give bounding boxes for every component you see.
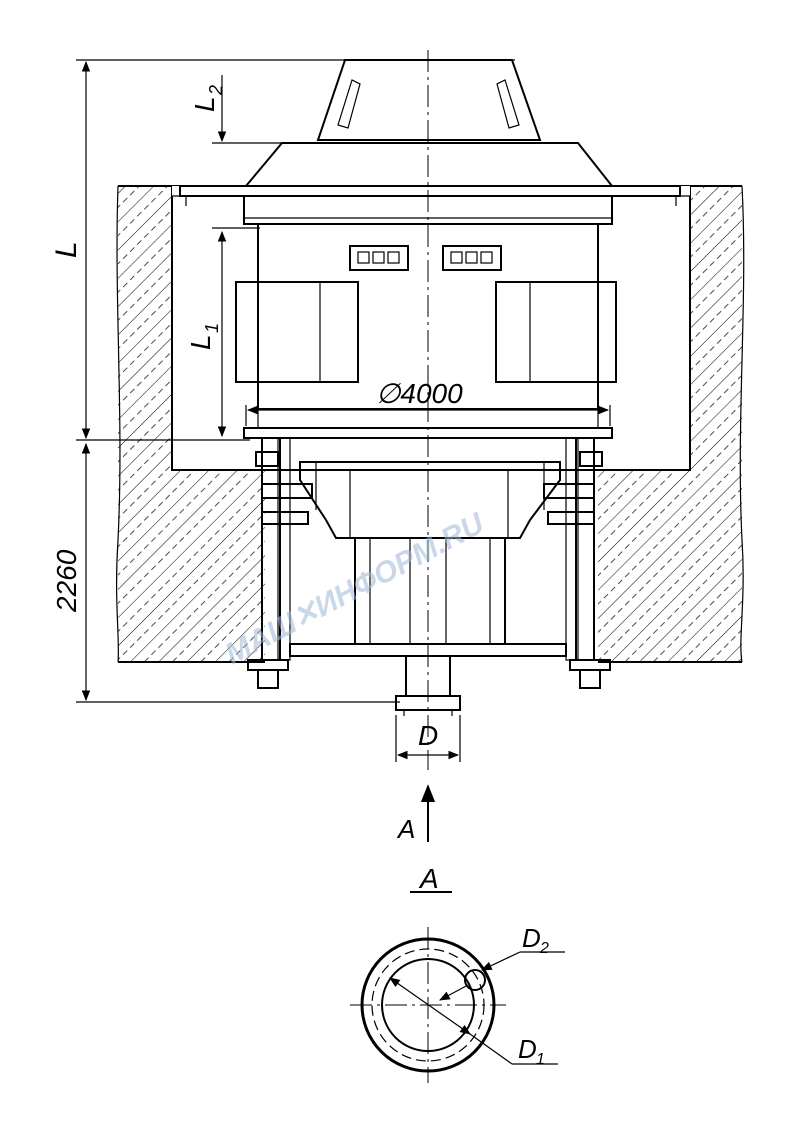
dim-label-d1-sub: 1: [536, 1051, 545, 1068]
dim-label-l1-sub: 1: [202, 323, 222, 333]
concrete-foundation: [115, 185, 745, 663]
view-arrow-label: A: [396, 814, 415, 844]
view-arrow: A: [396, 784, 436, 844]
dim-label-l1: L: [185, 334, 216, 350]
dim-label-l2: L: [189, 96, 220, 112]
flange-section-view: [350, 927, 565, 1083]
dim-label-diameter: ∅4000: [376, 378, 463, 409]
support-frame: [247, 437, 611, 689]
dim-label-d2: D: [522, 923, 541, 953]
dimension-lines: [76, 59, 611, 762]
dim-label-motor-height: L 1: [185, 323, 222, 350]
dim-label-top-section: L 2: [189, 85, 226, 112]
dim-label-outer-diameter: D 2: [522, 923, 549, 957]
terminal-box-left: [349, 245, 409, 271]
dim-label-d2-sub: 2: [539, 940, 549, 957]
dim-label-shaft: D: [418, 720, 438, 751]
dim-label-overall-height: L: [50, 241, 83, 258]
dim-label-inner-diameter: D 1: [518, 1034, 545, 1068]
dim-label-d1: D: [518, 1034, 537, 1064]
section-title: A: [418, 863, 439, 894]
terminal-box-right: [442, 245, 502, 271]
dim-label-base-depth: 2260: [51, 549, 82, 613]
dim-label-l2-sub: 2: [206, 85, 226, 96]
